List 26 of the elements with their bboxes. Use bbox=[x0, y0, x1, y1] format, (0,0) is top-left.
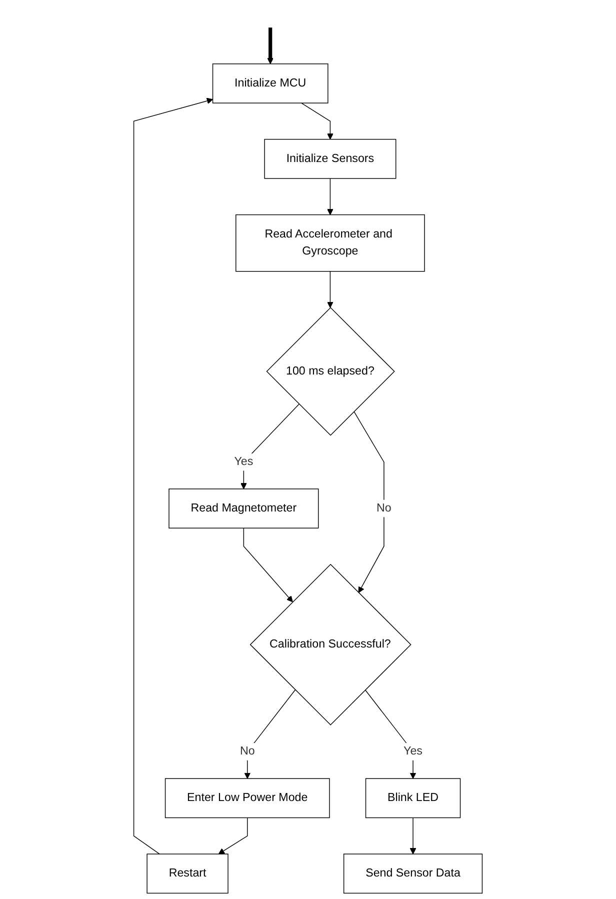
edge-label: Yes bbox=[234, 456, 254, 468]
node-box: Enter Low Power Mode bbox=[164, 778, 330, 818]
arrow bbox=[327, 271, 334, 308]
node-diamond: 100 ms elapsed? bbox=[266, 307, 395, 436]
arrow bbox=[218, 817, 248, 854]
node-box: Initialize Sensors bbox=[264, 138, 396, 179]
arrow bbox=[364, 690, 416, 779]
arrow bbox=[267, 28, 274, 64]
node-box: Send Sensor Data bbox=[343, 854, 483, 894]
arrow bbox=[133, 98, 214, 854]
node-box: Blink LED bbox=[365, 778, 461, 818]
arrow bbox=[410, 817, 416, 854]
arrow bbox=[354, 411, 384, 594]
edge-label: No bbox=[376, 502, 392, 514]
arrow bbox=[301, 102, 334, 140]
node-box: Restart bbox=[146, 854, 228, 894]
arrow bbox=[244, 690, 296, 779]
node-box: Read Magnetometer bbox=[168, 488, 319, 528]
arrow bbox=[243, 528, 293, 602]
edge-label: No bbox=[240, 745, 255, 758]
arrow bbox=[327, 178, 334, 216]
edge-label: Yes bbox=[404, 745, 422, 758]
node-box: Initialize MCU bbox=[212, 63, 328, 104]
arrow bbox=[240, 404, 300, 490]
node-diamond: Calibration Successful? bbox=[250, 564, 412, 726]
node-box: Read Accelerometer and Gyroscope bbox=[236, 214, 425, 272]
